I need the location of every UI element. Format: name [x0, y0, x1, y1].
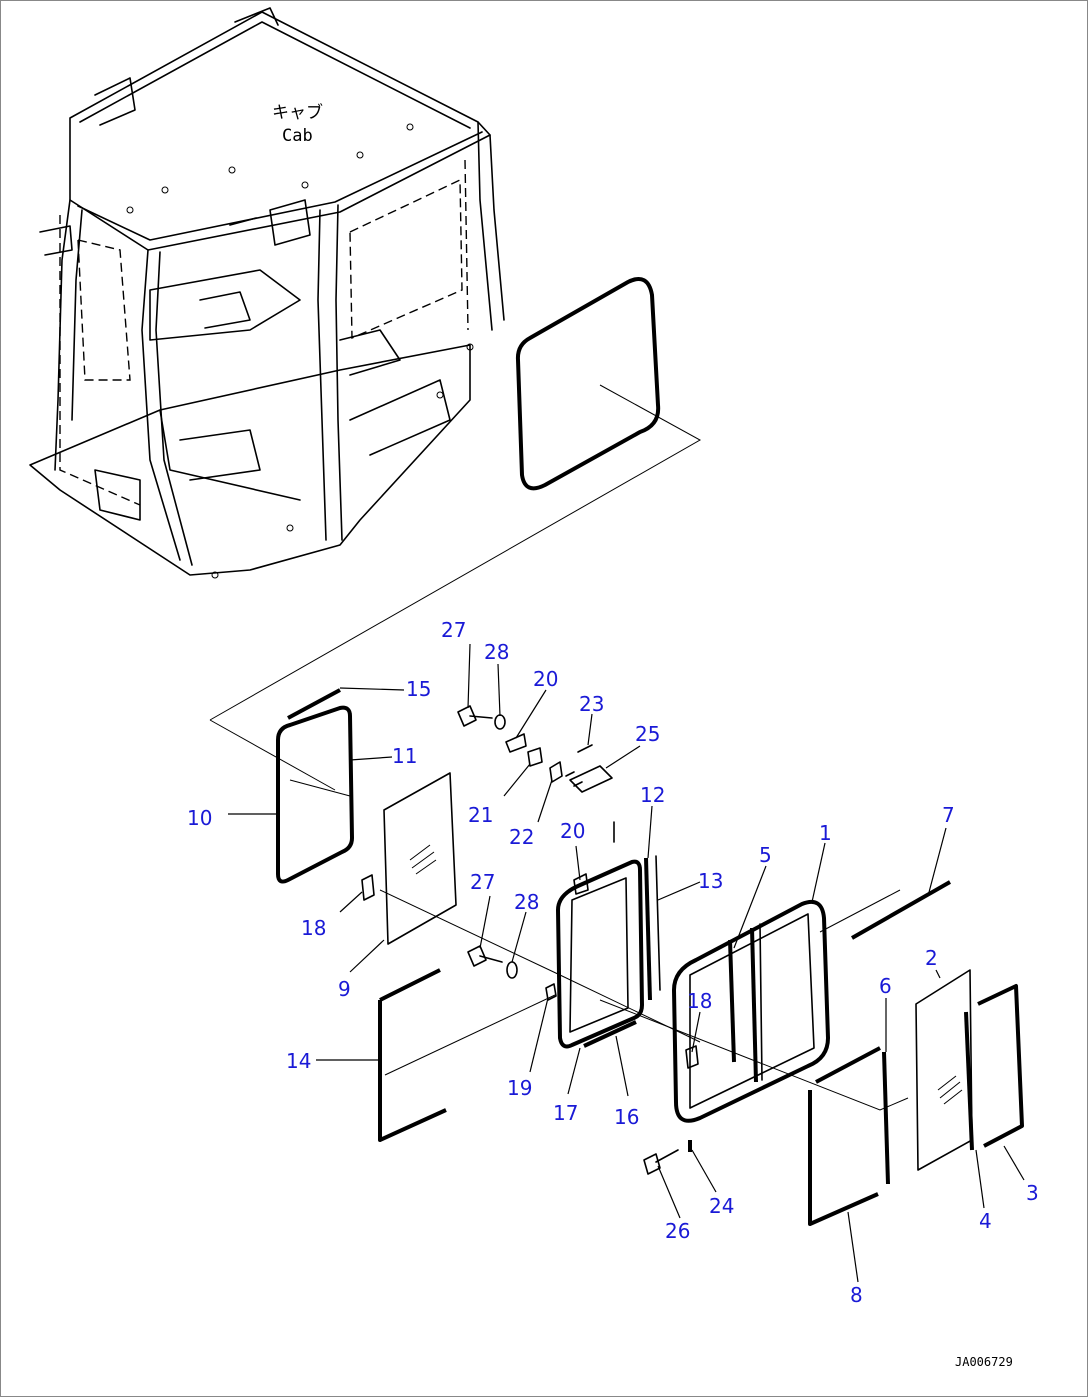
callout-11: 11	[392, 744, 417, 768]
alignment-lines	[209, 719, 909, 1111]
callout-24: 24	[709, 1194, 734, 1218]
strip-4	[964, 1011, 974, 1151]
callout-4: 4	[979, 1209, 992, 1233]
callout-28-top: 28	[484, 640, 509, 664]
callout-28-mid: 28	[514, 890, 539, 914]
sliding-window	[556, 821, 661, 1049]
callout-20-mid: 20	[560, 819, 585, 843]
callout-labels: 1 2 3 4 5 6 7 8 9 10 11 12 13 14 15 16 1…	[187, 618, 1039, 1307]
callout-19: 19	[507, 1076, 532, 1100]
leader-lines	[228, 643, 1025, 1283]
callout-9: 9	[338, 977, 351, 1001]
cab-frame	[29, 7, 505, 579]
callout-12: 12	[640, 783, 665, 807]
callout-3: 3	[1026, 1181, 1039, 1205]
callout-8: 8	[850, 1283, 863, 1307]
hardware-group	[457, 705, 692, 1175]
cab-label-en: Cab	[282, 126, 313, 146]
callout-27-top: 27	[441, 618, 466, 642]
callout-18-left: 18	[301, 916, 326, 940]
callout-20-top: 20	[533, 667, 558, 691]
callout-10: 10	[187, 806, 212, 830]
callout-26: 26	[665, 1219, 690, 1243]
callout-17: 17	[553, 1101, 578, 1125]
callout-14: 14	[286, 1049, 311, 1073]
callout-22: 22	[509, 825, 534, 849]
callout-23: 23	[579, 692, 604, 716]
callout-1: 1	[819, 821, 832, 845]
callout-13: 13	[698, 869, 723, 893]
callout-21: 21	[468, 803, 493, 827]
callout-5: 5	[759, 843, 772, 867]
callout-6: 6	[879, 974, 892, 998]
callout-7: 7	[942, 803, 955, 827]
glass-2	[915, 969, 973, 1171]
strip-6	[882, 1051, 890, 1185]
callout-18-right: 18	[687, 989, 712, 1013]
callout-15: 15	[406, 677, 431, 701]
strip-7	[851, 880, 951, 940]
callout-2: 2	[925, 946, 938, 970]
rear-window-seal	[209, 277, 702, 721]
seal-8b	[808, 1090, 879, 1226]
drawing-code: JA006729	[955, 1355, 1013, 1369]
callout-16: 16	[614, 1105, 639, 1129]
seal-3	[977, 984, 1024, 1148]
left-window-group	[276, 688, 457, 1142]
callout-27-mid: 27	[470, 870, 495, 894]
callout-25: 25	[635, 722, 660, 746]
seal-8	[815, 1046, 881, 1084]
cab-label-jp: キャブ	[272, 102, 323, 123]
